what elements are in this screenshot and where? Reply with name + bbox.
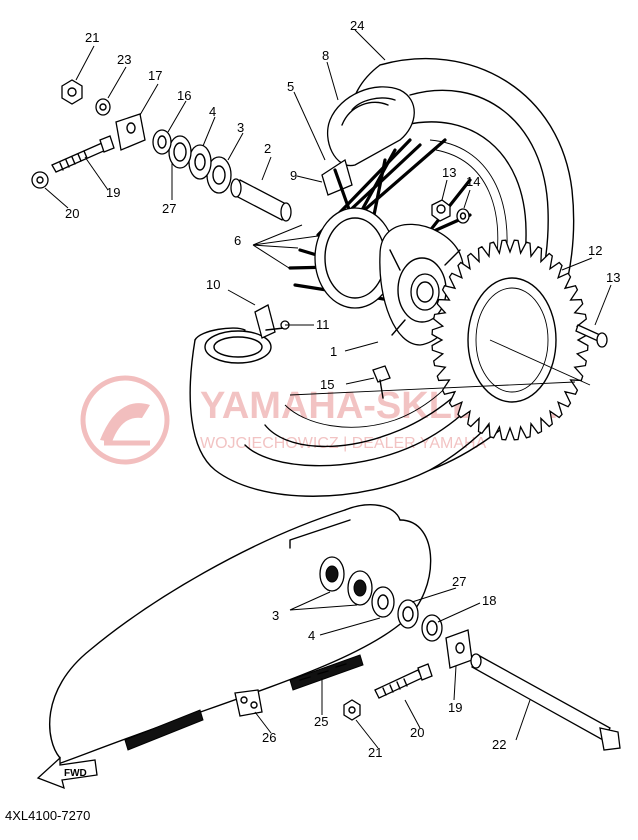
valve-cap-area: [204, 304, 290, 364]
nut-21-lower: [343, 699, 361, 721]
callout-numbers: 24 8 5 2 9 3 4 16 17 23 21 27 19 20 6 10…: [65, 18, 620, 760]
callout-4-upper: 4: [209, 104, 216, 119]
callout-5: 5: [287, 79, 294, 94]
callout-27-upper: 27: [162, 201, 176, 216]
part-code: 4XL4100-7270: [5, 808, 90, 823]
callout-1: 1: [330, 344, 337, 359]
bolt-16: [372, 365, 391, 399]
callout-10: 10: [206, 277, 220, 292]
callout-27-lower: 27: [452, 574, 466, 589]
callout-19-lower: 19: [448, 700, 462, 715]
bearings-upper: [152, 129, 232, 194]
callout-3-upper: 3: [237, 120, 244, 135]
spacer-2: [230, 178, 292, 222]
callout-20-lower: 20: [410, 725, 424, 740]
callout-26: 26: [262, 730, 276, 745]
callout-21-upper: 20: [65, 206, 79, 221]
watermark-subtitle: WOJCIECHOWICZ | DEALER YAMAHA: [200, 435, 487, 452]
section-bracket: [289, 519, 351, 549]
sprocket: [431, 239, 591, 441]
washer-15: [456, 208, 470, 224]
sprocket-bolt: [575, 324, 608, 348]
bolt-20-lower: [374, 663, 433, 699]
callout-22: 22: [492, 737, 506, 752]
bearings-lower: [319, 556, 443, 642]
callout-13: 13: [606, 270, 620, 285]
bolt-20-upper: [51, 135, 115, 173]
master-link-26: [234, 689, 263, 717]
fwd-arrow: FWD: [36, 756, 98, 790]
callout-21-lower: 21: [368, 745, 382, 760]
fwd-label: FWD: [64, 768, 87, 779]
nut-23: [61, 79, 83, 105]
callout-11: 11: [316, 317, 330, 332]
chain-segment-25: [289, 654, 364, 691]
callout-15: 14: [466, 174, 480, 189]
chain-segment-lower: [124, 709, 204, 751]
callout-18: 18: [482, 593, 496, 608]
callout-2: 2: [264, 141, 271, 156]
callout-9: 9: [290, 168, 297, 183]
callout-6: 6: [234, 233, 241, 248]
adjuster-19-lower: [445, 629, 473, 669]
washer-24: [95, 98, 111, 116]
axle-22: [470, 653, 621, 751]
callout-4-lower: 4: [308, 628, 315, 643]
callout-23: 21: [85, 30, 99, 45]
callout-17: 16: [177, 88, 191, 103]
callout-8: 8: [322, 48, 329, 63]
callout-7: 24: [350, 18, 364, 33]
callout-24: 23: [117, 52, 131, 67]
adjuster-19-upper: [115, 113, 146, 151]
callout-25: 25: [314, 714, 328, 729]
leader-lines: [44, 29, 612, 749]
callout-19-upper: 17: [148, 68, 162, 83]
callout-14: 13: [442, 165, 456, 180]
drive-chain: [49, 504, 432, 766]
callout-20-upper: 19: [106, 185, 120, 200]
callout-12: 12: [588, 243, 602, 258]
watermark-logo-ring: [80, 375, 170, 465]
callout-16: 15: [320, 377, 334, 392]
watermark-logo-mark: [100, 403, 150, 442]
nut-14: [431, 199, 451, 222]
nut-21-upper: [31, 171, 49, 189]
callout-3-lower: 3: [272, 608, 279, 623]
